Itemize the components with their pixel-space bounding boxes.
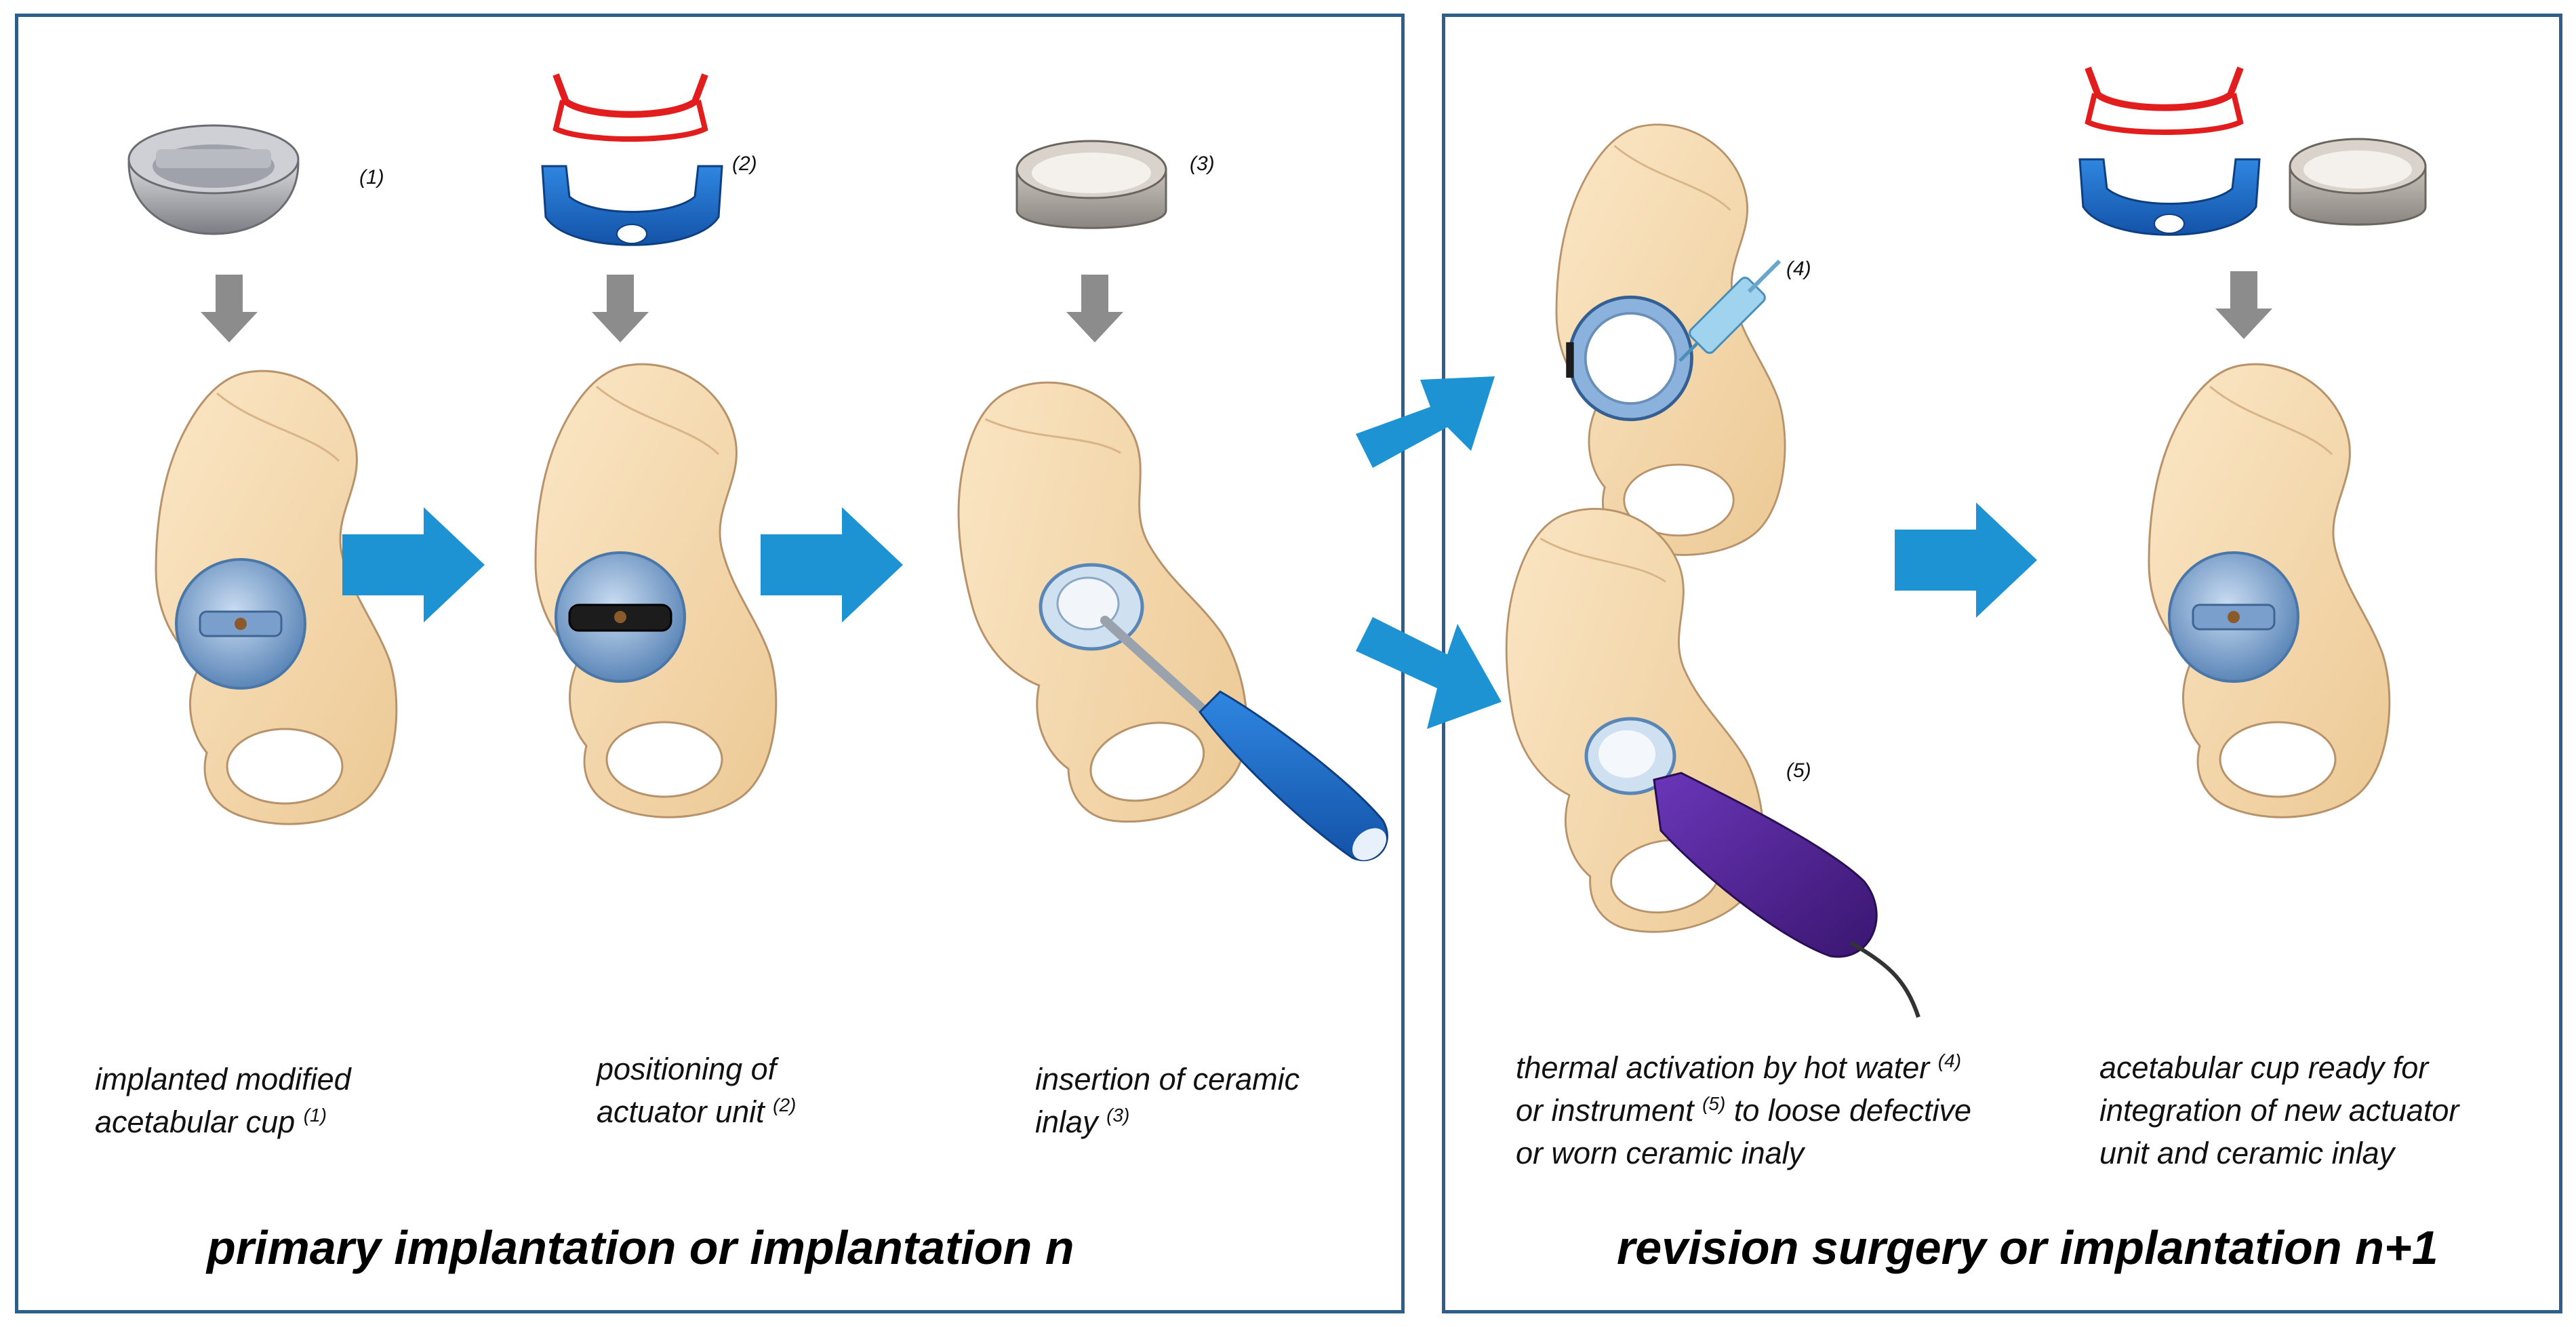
pelvis-icon	[2148, 363, 2391, 818]
red-ring-icon	[552, 73, 708, 118]
heating-instrument-icon	[1584, 717, 1920, 1018]
process-arrow-icon	[1356, 376, 1495, 468]
caption-positioning-actuator: positioning of actuator unit (2)	[597, 1052, 797, 1129]
screwdriver-icon	[1039, 563, 1388, 862]
process-arrow-icon	[761, 507, 903, 622]
caption-insertion-inlay: insertion of ceramic inlay (3)	[1035, 1062, 1300, 1139]
down-arrow-icon	[2215, 271, 2272, 339]
process-arrow-icon	[342, 507, 485, 622]
red-ring-icon	[2085, 66, 2244, 111]
tag-5: (5)	[1786, 759, 1811, 782]
footer-revision: revision surgery or implantation n+1	[1617, 1221, 2438, 1274]
tag-2: (2)	[732, 153, 757, 175]
pelvis-icon	[1555, 123, 1786, 556]
caption-thermal-activation: thermal activation by hot water (4) or i…	[1516, 1050, 1972, 1170]
down-arrow-icon	[1066, 275, 1123, 342]
ceramic-inlay-icon	[2289, 138, 2427, 226]
pelvis-icon	[534, 363, 778, 818]
pelvis-icon	[155, 370, 398, 825]
footer-primary: primary implantation or implantation n	[207, 1221, 1074, 1274]
down-arrow-icon	[592, 275, 649, 342]
tag-1: (1)	[359, 166, 384, 189]
process-arrow-icon	[1895, 502, 2037, 618]
down-arrow-icon	[201, 275, 258, 342]
caption-cup-ready: acetabular cup ready for integration of …	[2099, 1050, 2459, 1170]
tag-4: (4)	[1786, 258, 1811, 280]
caption-implanted-cup: implanted modified acetabular cup (1)	[95, 1062, 351, 1139]
actuator-unit-icon	[541, 165, 723, 246]
actuator-unit-icon	[2078, 158, 2261, 236]
acetabular-cup-icon	[127, 124, 300, 235]
tag-3: (3)	[1190, 153, 1215, 175]
syringe-icon	[1678, 259, 1782, 362]
process-arrow-icon	[1356, 617, 1502, 729]
ceramic-inlay-icon	[1015, 140, 1167, 229]
